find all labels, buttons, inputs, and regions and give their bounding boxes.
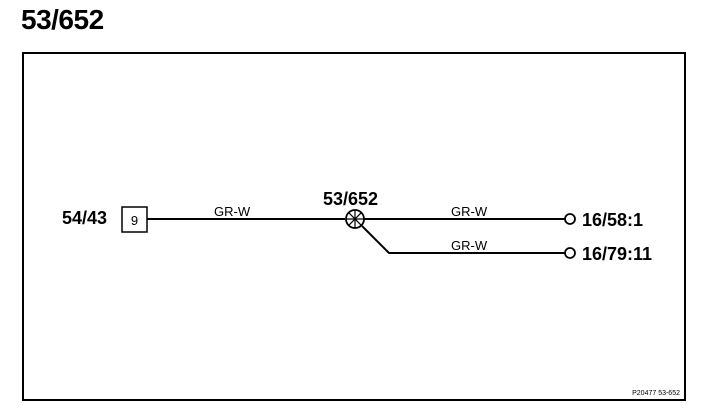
- splice-label: 53/652: [323, 189, 378, 209]
- source-pin-number: 9: [131, 213, 138, 228]
- page-title: 53/652: [21, 4, 104, 35]
- endpoint-1-terminal-icon: [564, 213, 576, 225]
- wire-to-endpoint-2: [361, 225, 565, 254]
- diagram-frame: [22, 52, 686, 401]
- wire-label-main: GR-W: [214, 204, 251, 219]
- endpoint-2-terminal-icon: [564, 247, 576, 259]
- splice-icon: [345, 209, 365, 229]
- source-pin-box: [121, 206, 148, 233]
- endpoint-1-label: 16/58:1: [582, 210, 643, 230]
- wire-label-endpoint-1: GR-W: [451, 204, 488, 219]
- source-connector-label: 54/43: [62, 208, 107, 228]
- wire-label-endpoint-2: GR-W: [451, 238, 488, 253]
- endpoint-2-label: 16/79:11: [582, 244, 652, 264]
- reference-code: P20477 53-652: [632, 390, 680, 397]
